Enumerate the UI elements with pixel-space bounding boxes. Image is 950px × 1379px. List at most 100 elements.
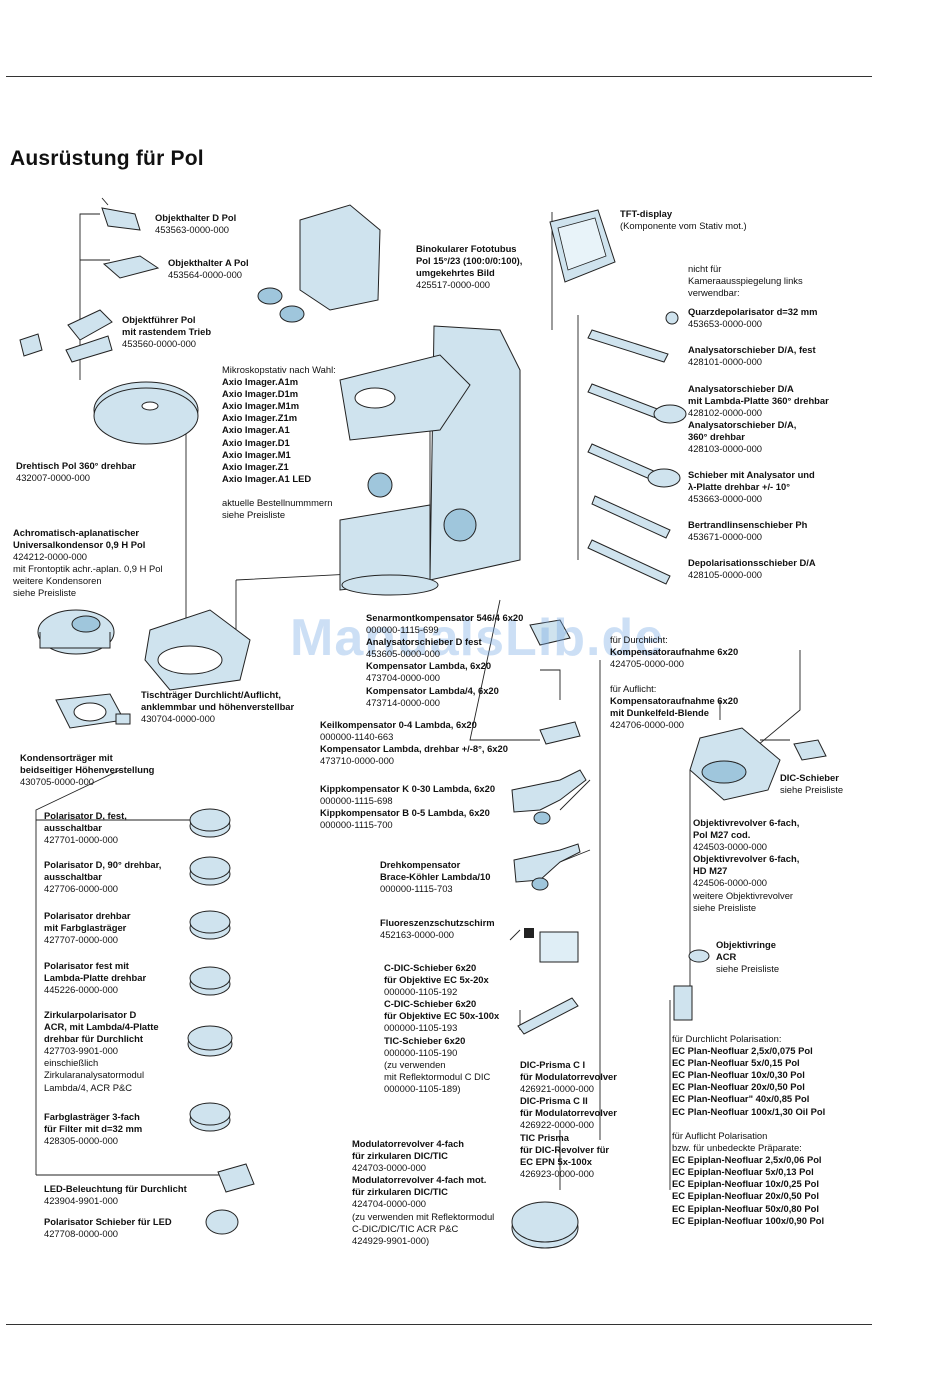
label-line: einschießlich	[44, 1057, 99, 1069]
label-line: Mikroskopstativ nach Wahl:	[222, 364, 336, 375]
label-line: 428103-0000-000	[688, 443, 763, 455]
label-line: Achromatisch-aplanatischer	[13, 527, 140, 538]
label-line: Farbglasträger 3-fach	[44, 1111, 140, 1122]
label-line: Polarisator D, fest,	[44, 810, 127, 821]
label-line: mit Reflektormodul C DIC	[384, 1070, 491, 1082]
label-line: Polarisator Schieber für LED	[44, 1216, 172, 1227]
label-line: Analysatorschieber D/A	[688, 383, 794, 394]
label-line: 453564-0000-000	[168, 269, 243, 281]
label-line: Objekthalter A Pol	[168, 257, 249, 268]
label-line: Kameraausspiegelung links	[688, 275, 803, 287]
tischtraeger-icon	[144, 609, 251, 691]
label-line: 428305-0000-000	[44, 1135, 119, 1147]
label-line: 000000-1115-703	[380, 883, 453, 895]
label-line: EC Epiplan-Neofluar 50x/0,80 Pol	[672, 1202, 819, 1214]
label-line: ACR, mit Lambda/4-Platte	[44, 1021, 159, 1033]
label-line: DIC-Schieber	[780, 772, 839, 783]
label-line: 425517-0000-000	[416, 279, 491, 291]
label-line: Analysatorschieber D/A, fest	[688, 344, 816, 355]
label-line: 424705-0000-000	[610, 658, 685, 670]
label-line: C-DIC-Schieber 6x20	[384, 998, 477, 1010]
label-line: 430705-0000-000	[20, 776, 95, 788]
label-line: Modulatorrevolver 4-fach mot.	[352, 1174, 487, 1186]
label-line: 424706-0000-000	[610, 719, 685, 731]
label-line: Bertrandlinsenschieber Ph	[688, 519, 808, 530]
label-line: für Modulatorrevolver	[520, 1071, 617, 1083]
label-line: siehe Preisliste	[222, 509, 286, 521]
label-line: Axio Imager.D1	[222, 436, 290, 448]
label-line: 423904-9901-000	[44, 1195, 119, 1207]
label-line: Tischträger Durchlicht/Auflicht,	[141, 689, 281, 700]
label-line: 473710-0000-000	[320, 755, 395, 767]
label-line: Axio Imager.A1m	[222, 376, 299, 388]
label-line: Senarmontkompensator 546/4 6x20	[366, 612, 524, 623]
label-line: verwendbar:	[688, 287, 740, 299]
leader-lines	[35, 212, 801, 1190]
label-line: 424212-0000-000	[13, 551, 88, 563]
label-line: Kondensorträger mit	[20, 752, 113, 763]
label-line: 000000-1105-189)	[384, 1082, 461, 1094]
label-line: für Auflicht:	[610, 683, 657, 694]
label-line: 473704-0000-000	[366, 672, 441, 684]
label-line: Axio Imager.A1 LED	[222, 472, 312, 484]
label-line: TFT-display	[620, 208, 673, 219]
label-line: Kippkompensator K 0-30 Lambda, 6x20	[320, 783, 496, 794]
label-line: TIC-Schieber 6x20	[384, 1034, 466, 1046]
label-line: Objektivrevolver 6-fach,	[693, 853, 800, 865]
objekthalter-a-icon	[102, 255, 160, 279]
label-line: TIC Prisma	[520, 1131, 569, 1143]
label-line: für Modulatorrevolver	[520, 1107, 617, 1119]
label-line: 424506-0000-000	[693, 877, 768, 889]
label-kippkompensator: Kippkompensator K 0-30 Lambda, 6x20 00000…	[320, 783, 495, 831]
label-line: 000000-1115-699	[366, 624, 439, 636]
label-line: für Durchlicht:	[610, 634, 668, 645]
label-line: 427701-0000-000	[44, 834, 119, 846]
tft-display-icon	[549, 209, 616, 283]
kompensator-icons	[511, 619, 587, 1035]
label-tft-display: TFT-display(Komponente vom Stativ mot.)	[620, 208, 747, 232]
label-line: 360° drehbar	[688, 431, 745, 443]
label-line: siehe Preisliste	[780, 784, 844, 796]
schieber-icons	[587, 311, 687, 585]
label-line: Brace-Köhler Lambda/10	[380, 871, 491, 883]
label-line: DIC-Prisma C II	[520, 1095, 588, 1107]
label-line: 445226-0000-000	[44, 984, 119, 996]
label-line: 453560-0000-000	[122, 338, 197, 350]
label-line: 000000-1115-700	[320, 819, 393, 831]
label-line: Depolarisationsschieber D/A	[688, 557, 816, 568]
label-line: 453605-0000-000	[366, 648, 441, 660]
label-line: 000000-1140-663	[320, 731, 394, 743]
label-line: siehe Preisliste	[693, 901, 757, 913]
polarisator-icons	[187, 808, 255, 1235]
label-line: mit Frontoptik achr.-aplan. 0,9 H Pol	[13, 563, 163, 575]
label-line: 430704-0000-000	[141, 713, 216, 725]
label-line: mit Dunkelfeld-Blende	[610, 707, 709, 719]
label-line: 424704-0000-000	[352, 1198, 427, 1210]
label-line: 428101-0000-000	[688, 356, 763, 368]
label-line: Keilkompensator 0-4 Lambda, 6x20	[320, 719, 477, 730]
label-line: siehe Preisliste	[716, 963, 780, 975]
label-line: mit rastendem Trieb	[122, 326, 212, 338]
drehtisch-icon	[93, 381, 199, 445]
label-line: Drehkompensator	[380, 859, 461, 870]
label-line: Kompensator Lambda/4, 6x20	[366, 684, 499, 696]
label-line: EC Epiplan-Neofluar 20x/0,50 Pol	[672, 1190, 819, 1202]
label-line: Zirkularanalysatormodul	[44, 1069, 145, 1081]
label-line: 453563-0000-000	[155, 224, 230, 236]
